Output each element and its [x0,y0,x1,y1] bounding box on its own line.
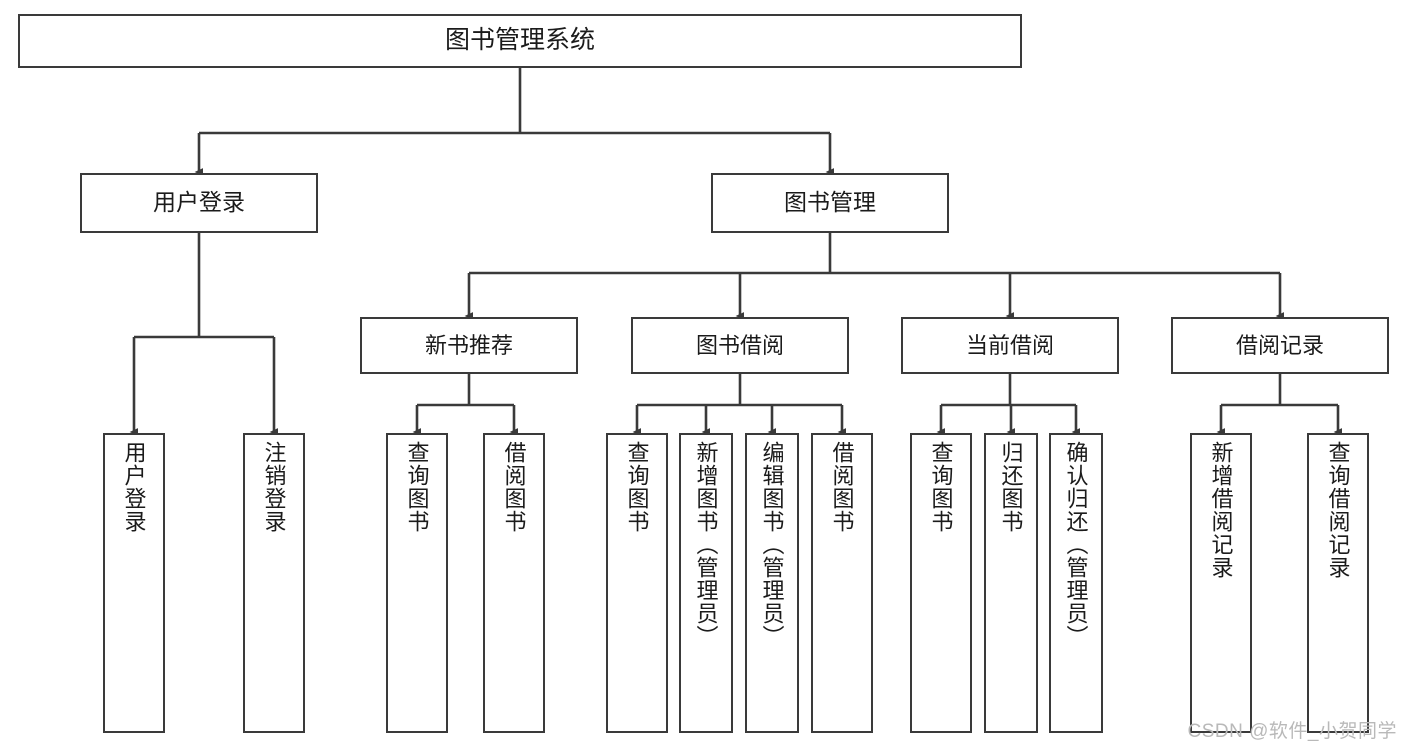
node-label: 编辑图书（管理员） [759,441,785,648]
node-label: 确认归还（管理员） [1063,441,1089,648]
node-book-borrow[interactable]: 图书借阅 [631,317,849,374]
node-label: 查询借阅记录 [1325,441,1351,579]
csdn-watermark: CSDN @软件_小贺同学 [1187,721,1397,742]
node-label: 用户登录 [121,441,147,533]
leaf-confirm-return-admin[interactable]: 确认归还（管理员） [1049,433,1103,733]
node-label: 借阅图书 [501,441,527,533]
leaf-return-book[interactable]: 归还图书 [984,433,1038,733]
node-label: 注销登录 [261,441,287,533]
node-label: 新增借阅记录 [1208,441,1234,579]
leaf-query-book-borrow[interactable]: 查询图书 [606,433,668,733]
node-label: 归还图书 [998,441,1024,533]
node-user-login[interactable]: 用户登录 [80,173,318,233]
leaf-logout-login[interactable]: 注销登录 [243,433,305,733]
node-label: 借阅图书 [829,441,855,533]
leaf-query-book-newbook[interactable]: 查询图书 [386,433,448,733]
leaf-borrow-book[interactable]: 借阅图书 [811,433,873,733]
leaf-add-book-admin[interactable]: 新增图书（管理员） [679,433,733,733]
node-label: 图书借阅 [695,332,784,358]
leaf-edit-book-admin[interactable]: 编辑图书（管理员） [745,433,799,733]
node-label: 新增图书（管理员） [693,441,719,648]
node-current-borrow[interactable]: 当前借阅 [901,317,1119,374]
leaf-user-login[interactable]: 用户登录 [103,433,165,733]
node-borrow-record[interactable]: 借阅记录 [1171,317,1389,374]
node-book-management[interactable]: 图书管理 [711,173,949,233]
node-new-book-recommend[interactable]: 新书推荐 [360,317,578,374]
leaf-add-borrow-record[interactable]: 新增借阅记录 [1190,433,1252,733]
node-label: 当前借阅 [965,332,1054,358]
node-label: 借阅记录 [1235,332,1324,358]
node-label: 图书管理系统 [444,26,595,55]
node-label: 图书管理 [784,189,876,216]
leaf-query-borrow-record[interactable]: 查询借阅记录 [1307,433,1369,733]
node-label: 用户登录 [153,189,245,216]
leaf-borrow-book-newbook[interactable]: 借阅图书 [483,433,545,733]
node-label: 查询图书 [928,441,954,533]
node-label: 查询图书 [404,441,430,533]
node-root-system[interactable]: 图书管理系统 [18,14,1022,68]
node-label: 查询图书 [624,441,650,533]
leaf-query-book-current[interactable]: 查询图书 [910,433,972,733]
node-label: 新书推荐 [424,332,513,358]
